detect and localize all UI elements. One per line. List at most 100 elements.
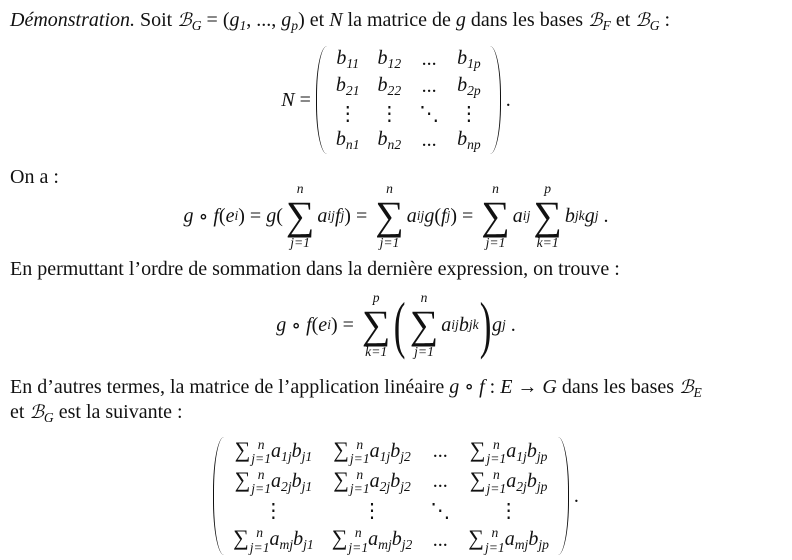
math-variable: b [291,469,302,492]
math-operator: ( [434,204,441,227]
summation-symbol: ∑ [285,193,315,238]
text-run: et [10,401,30,423]
math-variable: b [457,47,468,70]
subscript: mj [514,537,529,553]
matrix-cell: ⋮ [323,496,422,525]
subscript: i [327,317,331,332]
summation-symbol: ∑ [533,193,562,238]
math-variable: e [318,313,328,336]
summation-symbol: ∑ [234,466,251,492]
math-operator: ⋮ [379,103,400,125]
text-run: En permuttant l’ordre de sommation dans … [10,258,620,280]
subscript: 1 [239,17,247,33]
math-variable: b [335,74,346,97]
matrix-cell: ... [410,46,448,73]
summation: p∑k=1 [533,182,562,249]
subscript: 21 [345,82,360,98]
math-variable: g [491,313,502,336]
right-parenthesis [558,436,569,555]
subscript: jp [536,448,548,464]
matrix-cell: bn1 [327,127,369,154]
subscript: mj [378,537,392,553]
basis-symbol: ℬ [588,10,603,31]
math-operator: ) = [450,204,479,227]
math-variable: G [542,376,557,398]
math-variable: a [504,528,515,551]
subscript: j1 [301,478,313,494]
math-variable: b [457,128,468,151]
math-variable: b [336,47,347,70]
matrix-cell: ⋱ [410,100,448,127]
matrix-cell: ⋮ [327,100,369,127]
math-variable: b [564,204,575,227]
intro-line: Démonstration. Soit ℬG = (g1, ..., gp) e… [10,8,670,38]
summation-lower-limit: j=1 [290,235,310,250]
math-variable: N [281,88,295,111]
subscript: G [191,17,202,33]
summation-symbol: ∑ [331,525,348,551]
math-variable: g [455,9,466,31]
subscript: j=1 [249,539,270,555]
subscript: G [649,17,660,33]
subscript: n1 [345,136,360,152]
proof-label: Démonstration. [10,9,135,31]
math-variable: b [528,528,539,551]
math-variable: a [271,469,282,492]
math-operator: ⋮ [337,103,358,125]
math-variable: b [526,469,537,492]
math-variable: a [441,313,452,336]
math-variable: e [225,204,235,227]
math-variable: f [334,204,341,227]
matrix-cell: ... [410,73,448,100]
math-operator: ... [432,469,448,492]
text-run: est la suivante : [53,401,183,423]
matrix-cell: bnp [448,127,490,154]
math-variable: a [406,204,417,227]
summation-lower-limit: j=1 [379,235,400,250]
subscript: 1j [516,448,527,464]
text-run: et [610,9,636,31]
math-variable: g [449,376,460,398]
math-operator: = [294,88,316,111]
subscript: np [467,136,481,152]
math-variable: a [317,204,328,227]
subscript: j2 [400,478,411,494]
math-variable: a [369,439,380,462]
subscript: 2j [516,478,527,494]
subscript: E [693,384,702,400]
matrix-cell: ⋮ [459,496,558,525]
math-operator: = ( [201,9,230,31]
left-parenthesis [315,46,327,154]
subscript: jp [538,537,549,553]
subscript: j [446,208,451,223]
summation-lower-limit: j=1 [485,235,506,250]
subscript: jp [536,478,548,494]
summation-upper-limit: n [420,290,428,306]
math-operator: ) [298,9,305,31]
subscript: j [340,208,345,223]
subscript: j=1 [348,539,369,555]
matrix-cell: b12 [369,46,411,73]
math-variable: b [391,528,402,551]
superscript: n [492,437,500,453]
matrix-cell: ⋮ [448,100,490,127]
math-operator: ⋱ [419,103,440,125]
superscript: n [356,437,364,453]
subscript: F [602,17,611,33]
math-operator: ( [218,204,226,227]
